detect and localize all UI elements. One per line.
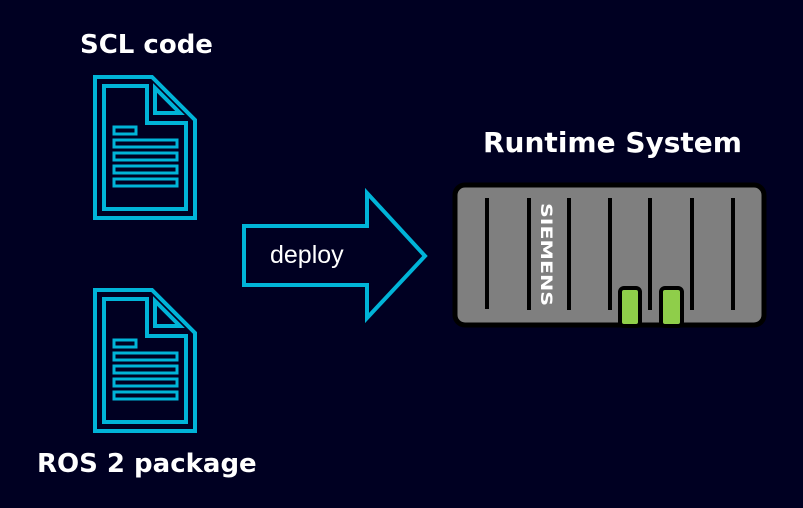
scl-code-label: SCL code xyxy=(80,30,213,60)
device-slots xyxy=(485,198,735,310)
status-led-1 xyxy=(618,286,642,328)
siemens-brand-text: SIEMENS xyxy=(537,203,556,306)
ros2-package-label: ROS 2 package xyxy=(37,449,257,479)
ros2-document-icon xyxy=(93,288,197,433)
deploy-arrow-icon xyxy=(242,187,428,324)
deploy-label: deploy xyxy=(270,241,344,269)
plc-device-icon: SIEMENS xyxy=(452,182,767,328)
status-led-2 xyxy=(659,286,684,328)
runtime-system-label: Runtime System xyxy=(483,126,742,159)
scl-document-icon xyxy=(93,75,197,220)
